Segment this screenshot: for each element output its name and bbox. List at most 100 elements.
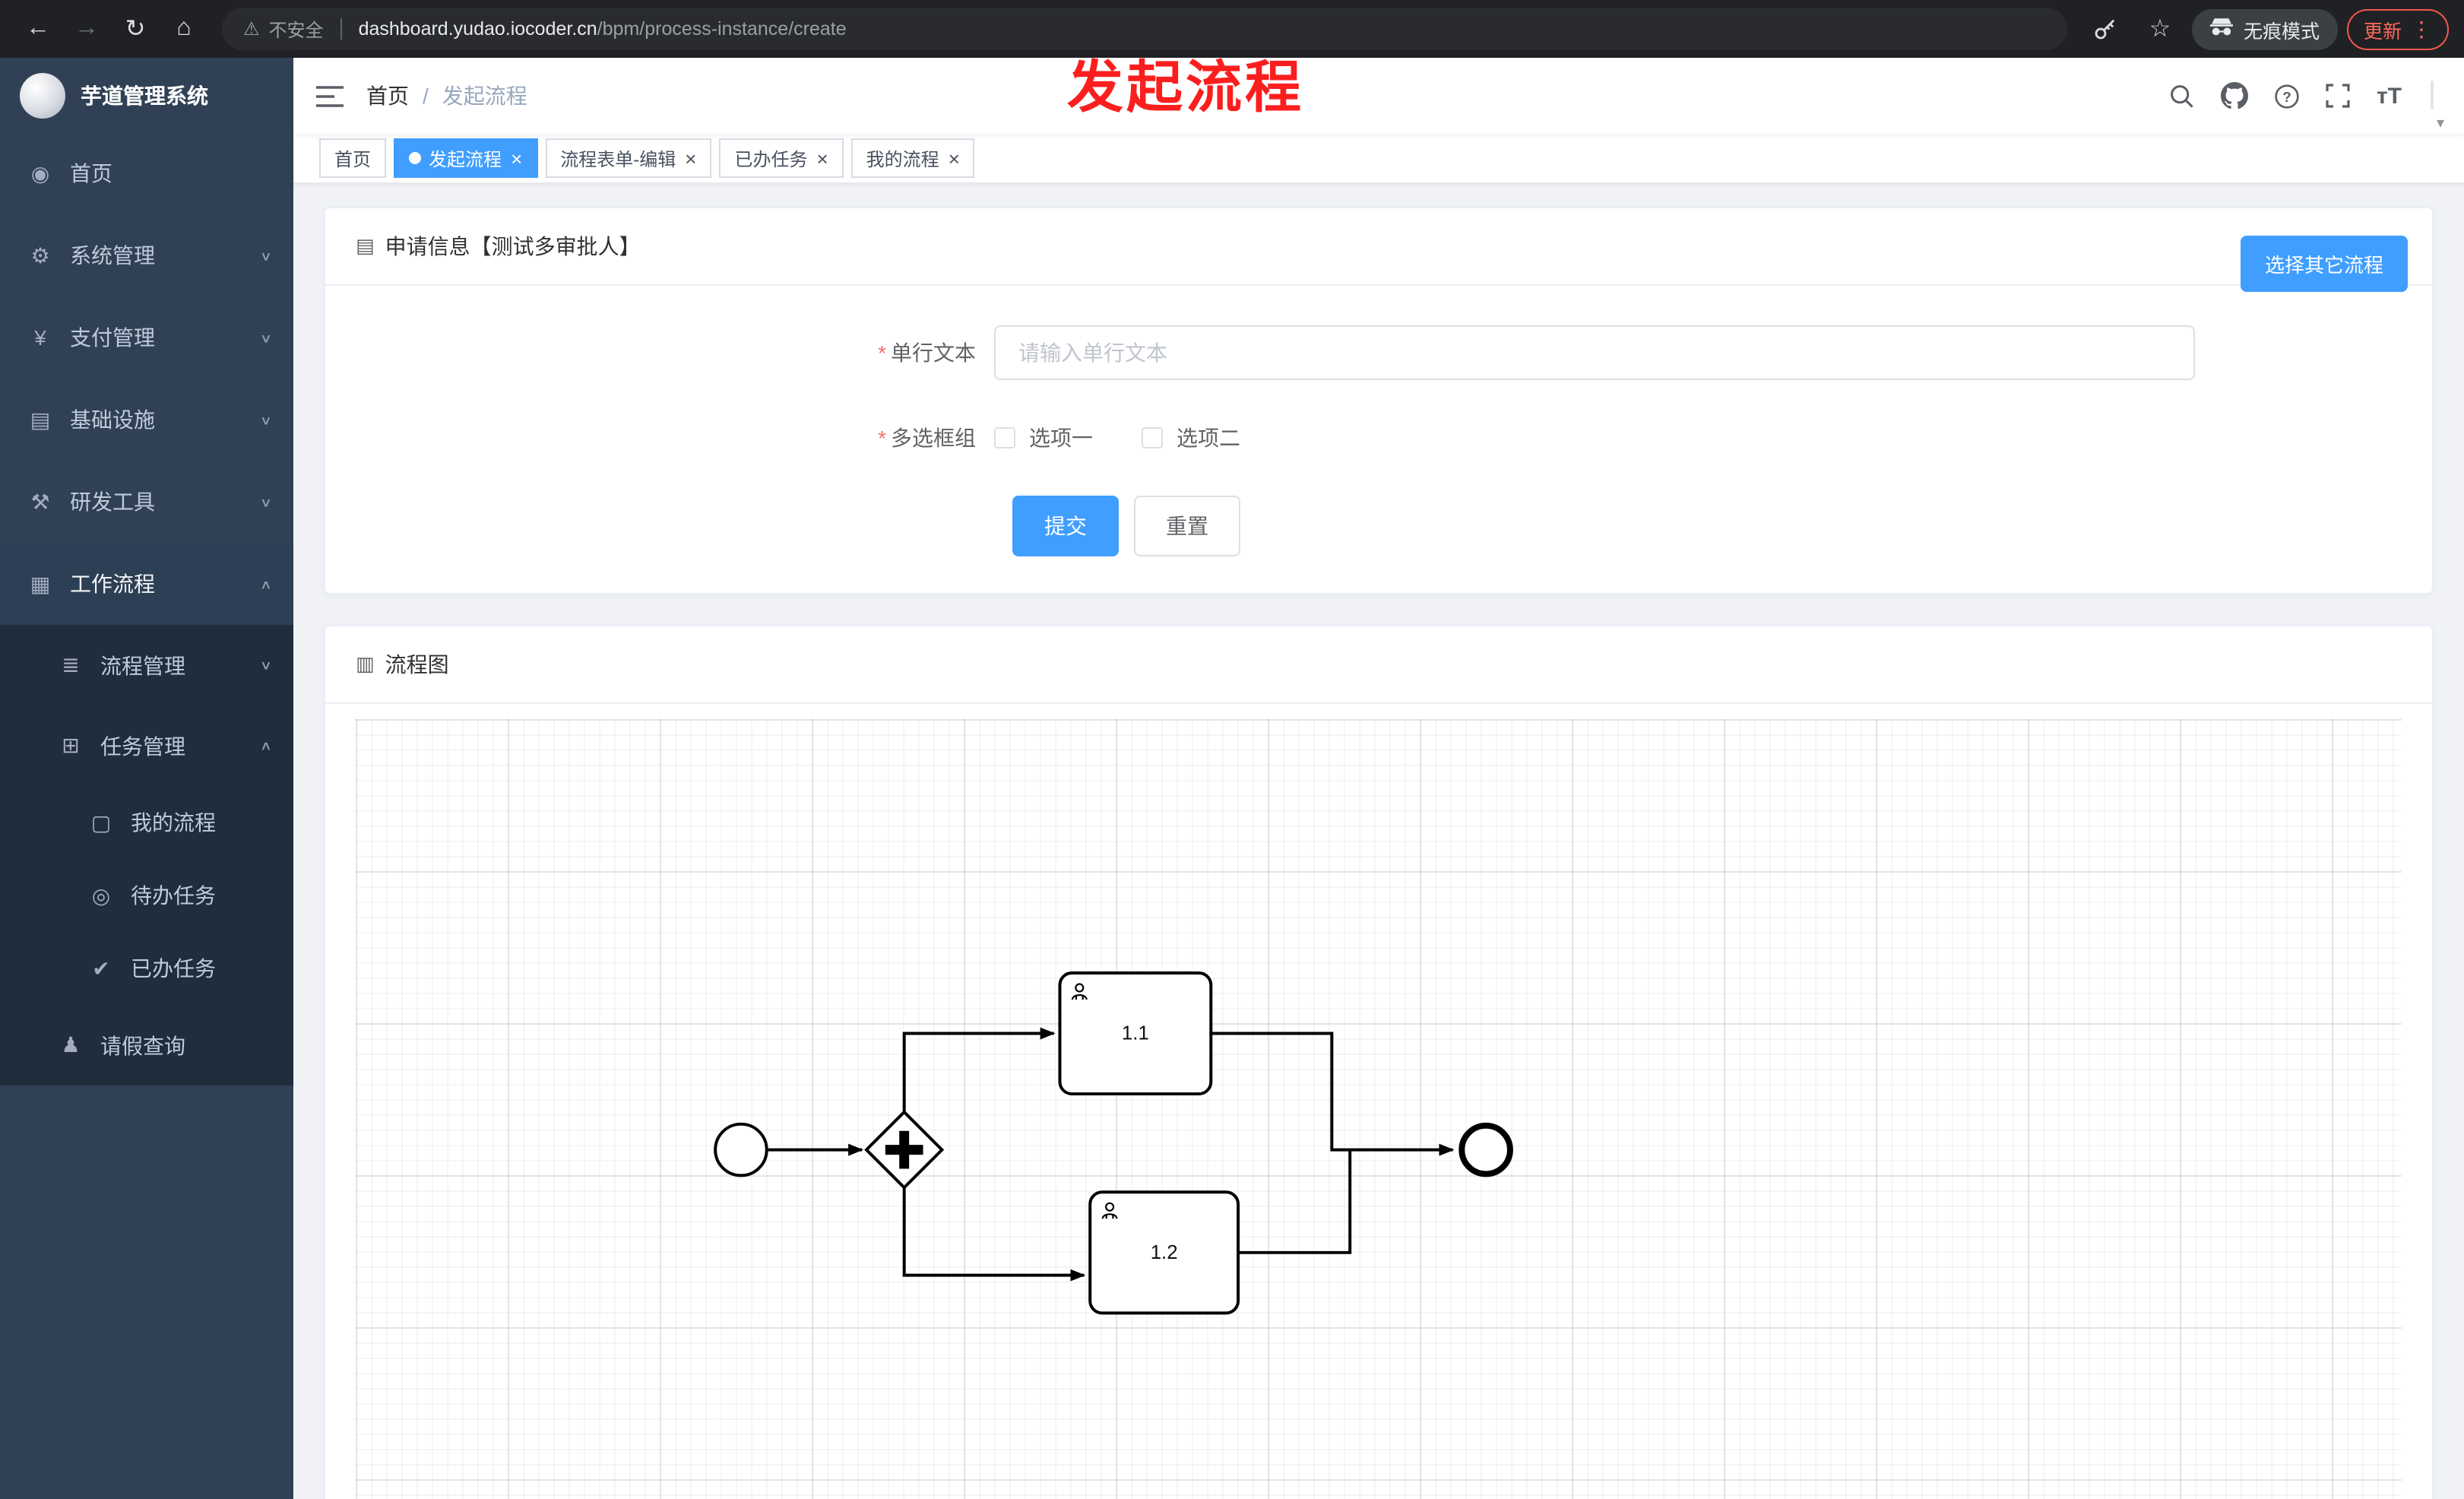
fullscreen-icon[interactable]	[2326, 84, 2351, 108]
sidebar-item-process-management[interactable]: ≣ 流程管理 ∨	[0, 625, 293, 705]
forward-button[interactable]: →	[74, 15, 99, 41]
chevron-up-icon: ∧	[259, 739, 272, 753]
home-button[interactable]: ⌂	[176, 15, 192, 41]
incognito-badge: 无痕模式	[2191, 8, 2338, 49]
sidebar-item-done-tasks[interactable]: ✔ 已办任务	[0, 932, 293, 1005]
checkbox-field-row: *多选框组 选项一 选项二	[325, 410, 2432, 465]
bookmark-star-icon[interactable]: ☆	[2149, 17, 2171, 43]
breadcrumb-home-link[interactable]: 首页	[366, 84, 409, 108]
bpmn-diagram: 1.1 1.2	[714, 971, 1513, 1315]
incognito-label: 无痕模式	[2243, 21, 2320, 42]
person-icon: ♟	[61, 1032, 81, 1057]
plus-icon	[885, 1130, 923, 1169]
tab-my-process[interactable]: 我的流程 ×	[850, 138, 975, 178]
sidebar-collapse-icon[interactable]	[293, 58, 366, 134]
url-text: dashboard.yudao.iocoder.cn/bpm/process-i…	[359, 18, 847, 40]
eye-icon: ◎	[91, 883, 111, 907]
submit-button[interactable]: 提交	[1012, 496, 1119, 556]
sidebar-menu: ◉ 首页 ⚙ 系统管理 ∨ ¥ 支付管理 ∨ ▤ 基础设施 ∨	[0, 132, 293, 1085]
checkbox-label: 选项一	[1029, 426, 1093, 450]
sidebar-item-todo-tasks[interactable]: ◎ 待办任务	[0, 859, 293, 932]
back-button[interactable]: ←	[26, 15, 50, 41]
menu-label: 系统管理	[70, 243, 155, 268]
page-content: ▤ 申请信息【测试多审批人】 选择其它流程 *单行文本 *多选框组	[293, 184, 2464, 1499]
field-label-text: 单行文本	[891, 341, 976, 365]
checkbox-option-one[interactable]: 选项一	[994, 423, 1093, 453]
application-form-card: ▤ 申请信息【测试多审批人】 选择其它流程 *单行文本 *多选框组	[324, 207, 2434, 594]
top-navbar: 首页 / 发起流程 ? т	[293, 58, 2464, 134]
tab-close-icon[interactable]: ×	[948, 147, 960, 170]
tab-initiate-process[interactable]: 发起流程 ×	[394, 138, 538, 178]
check-icon: ✔	[92, 955, 110, 980]
tab-label: 发起流程	[429, 148, 502, 170]
sidebar-item-system[interactable]: ⚙ 系统管理 ∨	[0, 214, 293, 296]
tab-close-icon[interactable]: ×	[685, 147, 697, 170]
bpmn-canvas[interactable]: 1.1 1.2	[356, 719, 2402, 1499]
avatar-image[interactable]	[2431, 81, 2434, 109]
font-size-icon[interactable]: тT	[2376, 83, 2402, 109]
diagram-card-header: ▥ 流程图	[325, 626, 2432, 704]
app-logo[interactable]: 芋道管理系统	[0, 58, 293, 132]
process-diagram-card: ▥ 流程图	[324, 625, 2434, 1499]
browser-menu-icon[interactable]: ⋮	[2411, 16, 2432, 40]
sidebar-item-workflow[interactable]: ▦ 工作流程 ∧	[0, 543, 293, 625]
github-icon[interactable]	[2221, 82, 2249, 109]
checkbox-label: 选项二	[1177, 426, 1240, 450]
process-list-icon: ≣	[62, 652, 80, 677]
update-button[interactable]: 更新 ⋮	[2346, 8, 2449, 49]
user-task-1-2[interactable]: 1.2	[1088, 1190, 1240, 1315]
address-bar[interactable]: ⚠ 不安全 dashboard.yudao.iocoder.cn/bpm/pro…	[222, 8, 2067, 50]
search-icon[interactable]	[2170, 83, 2196, 109]
diagram-card-title: 流程图	[385, 652, 449, 677]
chevron-down-icon: ∨	[259, 495, 272, 509]
tab-close-icon[interactable]: ×	[816, 147, 828, 170]
sidebar-item-devtools[interactable]: ⚒ 研发工具 ∨	[0, 461, 293, 543]
start-event[interactable]	[714, 1122, 768, 1177]
sidebar-item-home[interactable]: ◉ 首页	[0, 132, 293, 214]
sidebar-item-infrastructure[interactable]: ▤ 基础设施 ∨	[0, 379, 293, 461]
avatar-caret-down-icon[interactable]: ▾	[2436, 116, 2444, 132]
form-card-title: 申请信息【测试多审批人】	[385, 234, 641, 258]
menu-label: 已办任务	[131, 956, 216, 981]
url-host: dashboard.yudao.iocoder.cn	[358, 18, 597, 40]
sidebar-item-leave-query[interactable]: ♟ 请假查询	[0, 1005, 293, 1085]
single-line-text-input[interactable]	[994, 325, 2195, 380]
user-avatar[interactable]: ▾	[2431, 81, 2444, 132]
tab-label: 流程表单-编辑	[560, 148, 676, 170]
sidebar-item-my-process[interactable]: ▢ 我的流程	[0, 786, 293, 859]
reload-button[interactable]: ↻	[125, 17, 146, 43]
sequence-flows	[768, 1027, 1455, 1282]
tab-done-tasks[interactable]: 已办任务 ×	[719, 138, 844, 178]
user-task-1-1[interactable]: 1.1	[1058, 971, 1213, 1096]
help-icon[interactable]: ?	[2275, 83, 2301, 109]
parallel-gateway[interactable]	[864, 1110, 945, 1190]
checkbox-box[interactable]	[1142, 427, 1163, 448]
sidebar-item-payment[interactable]: ¥ 支付管理 ∨	[0, 296, 293, 379]
chevron-down-icon: ∨	[259, 658, 272, 673]
tab-home[interactable]: 首页	[319, 138, 387, 178]
tools-icon: ⚒	[30, 489, 50, 513]
password-key-icon[interactable]	[2082, 6, 2128, 52]
omnibox-divider	[340, 18, 342, 40]
flow-gateway-to-task2	[902, 1187, 1086, 1282]
text-field-label: *单行文本	[325, 338, 994, 368]
task-grid-icon: ⊞	[62, 733, 80, 757]
sidebar-item-task-management[interactable]: ⊞ 任务管理 ∧	[0, 705, 293, 786]
yen-icon: ¥	[34, 325, 46, 350]
checkbox-option-two[interactable]: 选项二	[1142, 423, 1240, 453]
main-area: 首页 / 发起流程 ? т	[293, 58, 2464, 1499]
end-event[interactable]	[1458, 1122, 1513, 1177]
tab-close-icon[interactable]: ×	[511, 147, 523, 170]
menu-label: 研发工具	[70, 490, 155, 514]
reset-button[interactable]: 重置	[1134, 496, 1240, 556]
checkbox-box[interactable]	[994, 427, 1015, 448]
flow-task1-to-end	[1211, 1032, 1455, 1156]
menu-label: 首页	[70, 161, 112, 185]
tab-process-form-edit[interactable]: 流程表单-编辑 ×	[545, 138, 712, 178]
infrastructure-icon: ▤	[30, 407, 51, 431]
security-warning-icon[interactable]: ⚠	[243, 18, 260, 40]
select-other-process-button[interactable]: 选择其它流程	[2240, 236, 2408, 292]
security-label: 不安全	[268, 19, 324, 40]
flowchart-icon: ▥	[356, 652, 375, 675]
task-label: 1.1	[1122, 1022, 1149, 1044]
